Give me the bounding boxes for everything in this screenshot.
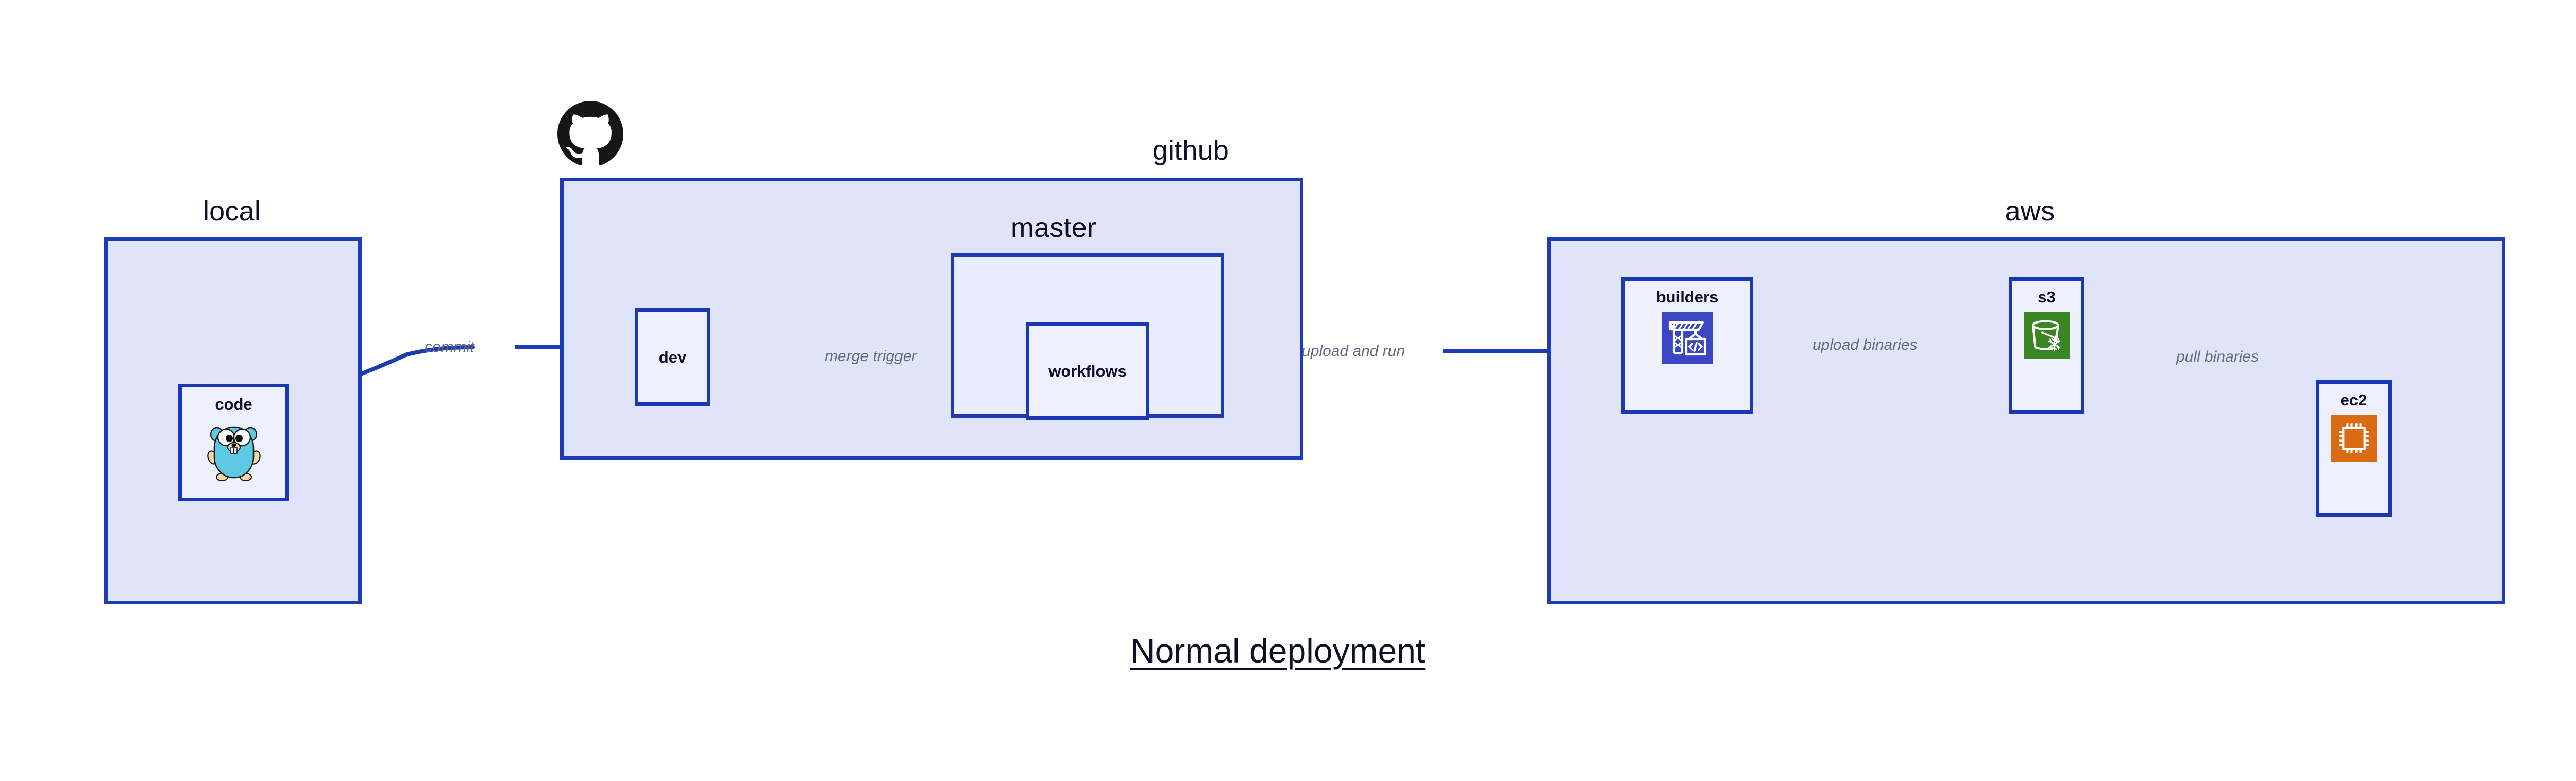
edge-label-upload-and-run: upload and run xyxy=(1302,343,1405,360)
node-code[interactable]: code xyxy=(178,384,289,501)
edge-label-upload-binaries: upload binaries xyxy=(1812,336,1918,353)
aws-s3-bucket-icon xyxy=(2023,312,2070,361)
group-label-master: master xyxy=(1010,212,1097,243)
node-dev[interactable]: dev xyxy=(635,308,710,406)
node-label-code: code xyxy=(215,395,252,413)
node-label-ec2: ec2 xyxy=(2340,391,2367,409)
go-gopher-icon xyxy=(206,418,262,484)
node-workflows[interactable]: workflows xyxy=(1026,322,1149,420)
aws-ec2-chip-icon xyxy=(2330,415,2377,464)
diagram-title: Normal deployment xyxy=(1130,632,1426,670)
node-builders[interactable]: builders xyxy=(1621,277,1753,414)
github-octocat-logo xyxy=(557,101,623,169)
node-label-s3: s3 xyxy=(2038,288,2056,306)
edge-label-merge-trigger: merge trigger xyxy=(825,348,917,365)
node-ec2[interactable]: ec2 xyxy=(2316,380,2392,517)
aws-codebuild-crane-icon xyxy=(1662,312,1713,366)
group-label-github: github xyxy=(1152,135,1229,166)
group-label-local: local xyxy=(202,196,261,227)
group-label-aws: aws xyxy=(2005,196,2055,227)
edge-label-commit: commit xyxy=(425,338,474,355)
node-s3[interactable]: s3 xyxy=(2009,277,2084,414)
node-label-workflows: workflows xyxy=(1048,362,1127,380)
edge-label-pull-binaries: pull binaries xyxy=(2176,348,2259,365)
node-label-dev: dev xyxy=(658,348,687,366)
node-label-builders: builders xyxy=(1656,288,1719,306)
